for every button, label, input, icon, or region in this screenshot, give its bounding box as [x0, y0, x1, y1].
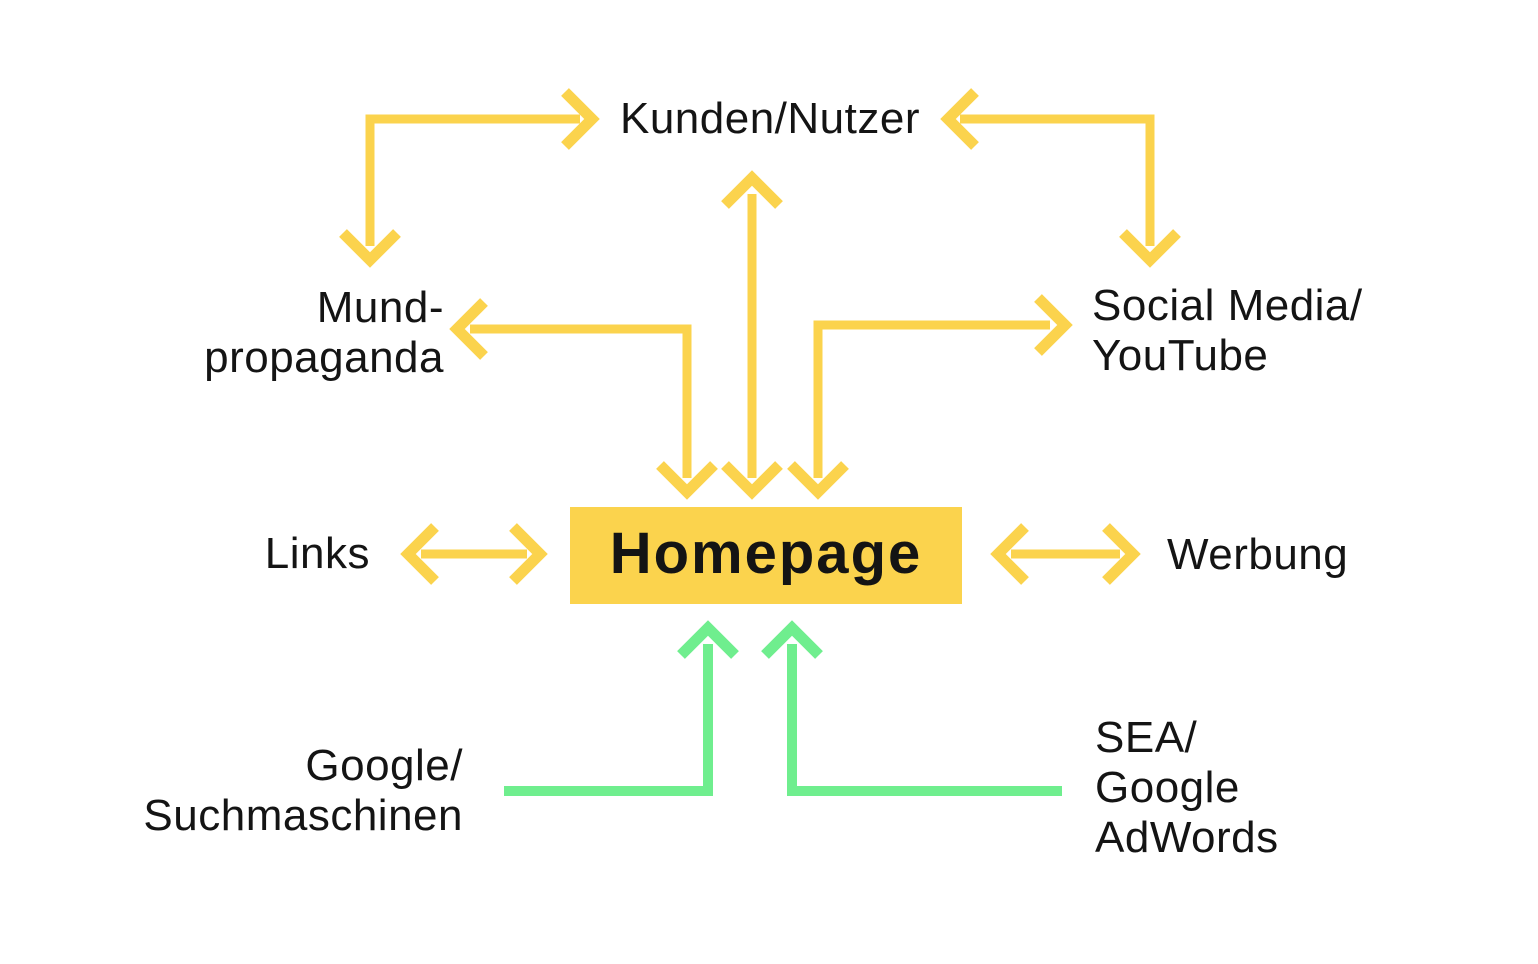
- sea-line3: AdWords: [1095, 813, 1279, 862]
- arrow-homepage-social: [787, 294, 1073, 500]
- yellow-arrows: [339, 88, 1181, 585]
- arrow-homepage-links: [400, 523, 548, 585]
- arrow-social-kunden: [940, 88, 1181, 268]
- homepage-label: Homepage: [609, 520, 923, 586]
- arrow-homepage-mund: [449, 298, 718, 500]
- node-kunden-nutzer: Kunden/Nutzer: [530, 94, 1010, 144]
- green-arrows: [504, 620, 1062, 796]
- node-sea-google-adwords: SEA/ Google AdWords: [1095, 713, 1395, 863]
- arrow-sea-homepage: [761, 620, 1062, 796]
- node-google-suchmaschinen: Google/ Suchmaschinen: [110, 741, 463, 841]
- arrow-mund-kunden: [339, 88, 600, 268]
- homepage-node-box: [570, 507, 962, 604]
- node-social-media-youtube: Social Media/ YouTube: [1092, 281, 1492, 381]
- kunden-label: Kunden/Nutzer: [619, 94, 921, 143]
- arrow-homepage-kunden: [721, 170, 783, 500]
- mund-line2: propaganda: [204, 333, 444, 382]
- werbung-label: Werbung: [1167, 530, 1349, 579]
- node-homepage: Homepage: [570, 507, 962, 604]
- social-line1: Social Media/: [1092, 281, 1363, 330]
- arrow-google-homepage: [504, 620, 739, 796]
- node-mundpropaganda: Mund- propaganda: [140, 283, 444, 383]
- social-line2: YouTube: [1092, 331, 1269, 380]
- sea-line1: SEA/: [1095, 713, 1198, 762]
- links-label: Links: [264, 529, 370, 578]
- google-line2: Suchmaschinen: [143, 791, 463, 840]
- node-links: Links: [170, 529, 370, 579]
- sea-line2: Google: [1095, 763, 1240, 812]
- mund-line1: Mund-: [316, 283, 444, 332]
- node-werbung: Werbung: [1167, 530, 1467, 580]
- google-line1: Google/: [305, 741, 463, 790]
- arrow-homepage-werbung: [990, 523, 1141, 585]
